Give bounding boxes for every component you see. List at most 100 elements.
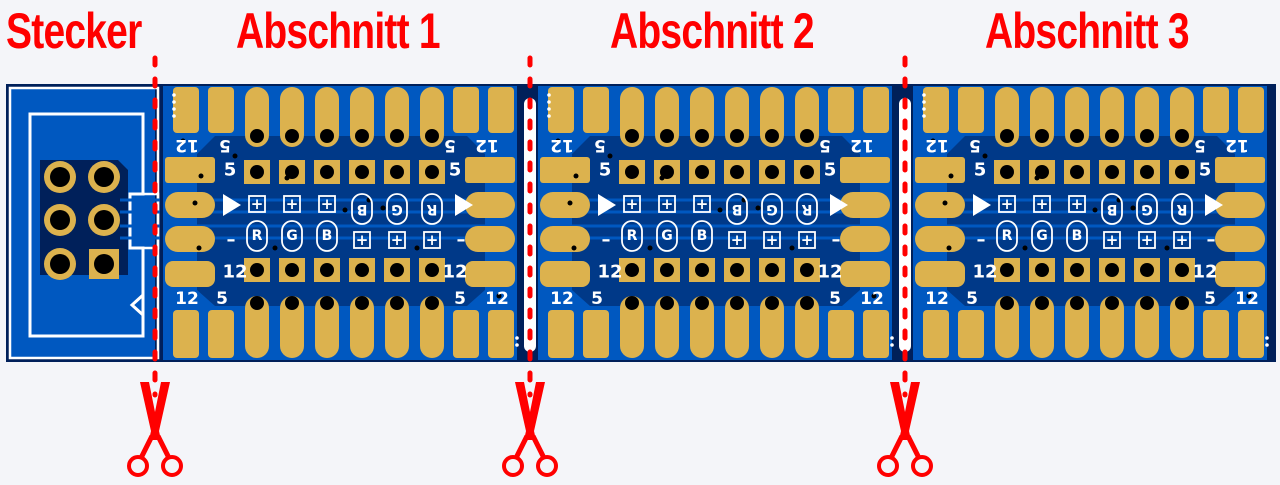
label-12v-top-right: 12: [475, 135, 499, 155]
drill-hole: [1140, 263, 1154, 277]
oval-pad-bottom: [420, 296, 444, 358]
drill-hole: [1175, 263, 1189, 277]
oval-pad-top: [280, 87, 304, 147]
via: [1130, 205, 1136, 211]
via: [1092, 207, 1098, 213]
connector-notch: [128, 192, 160, 250]
via: [930, 138, 936, 144]
channel-r-label-flipped: R: [426, 201, 437, 217]
drill-hole: [800, 296, 814, 310]
side-pad-right-12v: [465, 261, 515, 287]
channel-g-label: G: [286, 228, 298, 244]
edge-dot: [547, 107, 551, 111]
drill-hole: [1000, 129, 1014, 143]
side-pad-left-gnd: [540, 226, 590, 252]
plus-marker: +: [1036, 195, 1049, 213]
via: [789, 245, 795, 251]
scissors-icon: [877, 382, 933, 477]
plus-marker: +: [731, 231, 744, 249]
channel-b-outline-flipped: [351, 193, 373, 225]
drill-hole: [1035, 296, 1049, 310]
header-pin-drill: [50, 254, 70, 274]
oval-pad-bottom: [620, 296, 644, 358]
oval-pad-bottom: [725, 296, 749, 358]
oval-pad-top: [690, 87, 714, 147]
oval-pad-top: [995, 87, 1019, 147]
plus-marker: +: [426, 231, 439, 249]
channel-g-outline: [281, 220, 303, 252]
via: [607, 153, 613, 159]
channel-b-label: B: [322, 228, 333, 244]
plus-marker-box: [423, 231, 441, 249]
scissors-handle-right: [536, 455, 558, 477]
drill-hole: [660, 296, 674, 310]
channel-b-label-flipped: B: [1107, 201, 1118, 217]
label-5v-bottom-left: 5: [591, 289, 603, 309]
side-pad-left-12v: [915, 261, 965, 287]
plus-marker-box: [353, 231, 371, 249]
plus-marker: +: [1176, 231, 1189, 249]
via: [948, 173, 954, 179]
drill-hole: [1105, 129, 1119, 143]
title-section-3: Abschnitt 3: [985, 3, 1190, 59]
oval-pad-bottom: [350, 296, 374, 358]
label-12v-bottom-right: 12: [485, 289, 509, 309]
oval-pad-bottom: [315, 296, 339, 358]
drill-hole: [285, 263, 299, 277]
channel-r-outline: [621, 220, 643, 252]
via: [647, 245, 653, 251]
smd-pad-top: [583, 87, 609, 133]
via: [567, 200, 573, 206]
oval-pad-bottom: [280, 296, 304, 358]
oval-pad-top: [350, 87, 374, 147]
plus-marker-box: [1173, 231, 1191, 249]
pin1-marker: [129, 293, 145, 317]
scissors-shank-left: [888, 434, 905, 460]
drill-hole: [320, 263, 334, 277]
via: [180, 138, 186, 144]
drill-hole: [1070, 129, 1084, 143]
oval-pad-top: [245, 87, 269, 147]
edge-dot: [172, 93, 176, 97]
via: [192, 200, 198, 206]
side-pad-left-data-in: [540, 192, 590, 218]
drill-hole: [425, 296, 439, 310]
oval-pad-bottom: [1135, 296, 1159, 358]
oval-pad-top: [655, 87, 679, 147]
header-pin-drill: [94, 167, 114, 187]
plus-marker-box: [623, 195, 641, 213]
side-pad-right-gnd: [465, 226, 515, 252]
channel-g-label-flipped: G: [1141, 201, 1153, 217]
side-pad-right-5v: [465, 157, 515, 183]
drill-hole: [800, 165, 814, 179]
scissors-blade-right: [899, 382, 920, 440]
channel-g-label: G: [661, 228, 673, 244]
label-5v-top-right: 5: [444, 135, 456, 155]
drill-hole: [800, 263, 814, 277]
label-12v-top-left: 12: [925, 135, 949, 155]
drill-hole: [730, 129, 744, 143]
drill-hole: [765, 296, 779, 310]
title-section-2: Abschnitt 2: [610, 3, 815, 59]
plus-marker: +: [286, 195, 299, 213]
oval-pad-bottom: [690, 296, 714, 358]
channel-b-outline-flipped: [1101, 193, 1123, 225]
side-pad-left-data-in: [165, 192, 215, 218]
via: [198, 173, 204, 179]
plus-marker: +: [356, 231, 369, 249]
oval-pad-top: [420, 87, 444, 147]
drill-hole: [765, 165, 779, 179]
via: [342, 207, 348, 213]
label-gnd-right: –: [457, 230, 466, 251]
drill-hole: [285, 165, 299, 179]
edge-dot: [922, 93, 926, 97]
oval-pad-top: [1170, 87, 1194, 147]
plus-marker: +: [626, 195, 639, 213]
oval-pad-top: [760, 87, 784, 147]
drill-hole: [765, 129, 779, 143]
drill-hole: [660, 263, 674, 277]
label-5v-right: 5: [824, 160, 837, 181]
plus-marker-box: [1103, 231, 1121, 249]
label-5v-top-right: 5: [1194, 135, 1206, 155]
